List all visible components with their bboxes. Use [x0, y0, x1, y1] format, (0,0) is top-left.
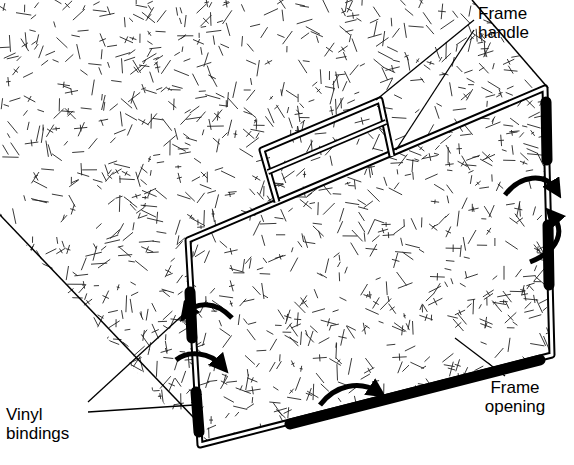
frame-handle: [262, 100, 392, 202]
part-label: Frame opening: [476, 378, 554, 416]
media-edge: [472, 0, 548, 88]
fold-arrow: [176, 178, 559, 405]
part-label: Frame handle: [478, 4, 542, 42]
part-label: Vinyl bindings: [6, 405, 86, 443]
filter-media: [0, 0, 552, 445]
media-edge: [0, 215, 196, 420]
leader-line: [88, 20, 505, 412]
